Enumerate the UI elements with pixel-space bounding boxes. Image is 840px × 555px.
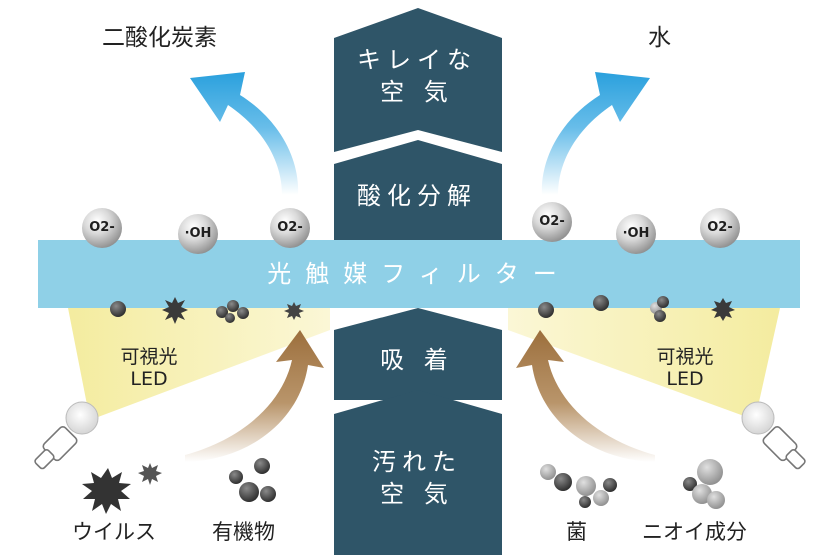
column-lower-middle-block: [334, 308, 502, 400]
odor-molecule-cluster-icon: [683, 459, 725, 509]
pollutant-label-bacteria: 菌: [566, 520, 587, 544]
led-label-left-line1: 可視光: [120, 346, 178, 368]
led-light-cone-left: [68, 308, 330, 420]
led-label-left-line2: LED: [130, 368, 168, 390]
adsorption-label: 吸 着: [380, 346, 454, 374]
photocatalyst-filter-bar: [38, 240, 800, 308]
clean-air-label: キレイな 空 気: [332, 44, 502, 108]
blue-arrow-left: [190, 72, 299, 195]
virus-cluster-icon: [82, 463, 162, 514]
superoxide-molecule-icon: O2-: [700, 208, 740, 248]
led-lamp-icon-right: [741, 401, 806, 470]
led-label-right-line1: 可視光: [656, 346, 714, 368]
pollutant-label-odor: ニオイ成分: [642, 520, 747, 544]
pollutant-label-virus: ウイルス: [72, 520, 156, 544]
led-label-right: 可視光 LED: [640, 346, 730, 390]
blue-arrow-right: [541, 72, 650, 195]
brown-arrow-left: [185, 330, 324, 462]
dirty-air-label-line1: 汚れた: [372, 448, 462, 476]
column-bottom-block: [334, 390, 502, 555]
led-lamp-icon-left: [34, 401, 99, 470]
column-upper-middle-block: [334, 140, 502, 240]
led-label-right-line2: LED: [666, 368, 704, 390]
led-light-cone-right: [508, 308, 780, 420]
dirty-air-label-line2: 空 気: [380, 480, 454, 508]
oxidative-decomposition-label: 酸化分解: [357, 182, 477, 210]
virus-particle-icon: [162, 297, 188, 324]
output-label-water: 水: [648, 25, 671, 51]
hydroxyl-radical-icon: ·OH: [616, 214, 656, 254]
superoxide-molecule-icon: O2-: [532, 202, 572, 242]
dirty-air-label: 汚れた 空 気: [332, 446, 502, 510]
output-label-carbon-dioxide: 二酸化炭素: [102, 25, 217, 51]
led-label-left: 可視光 LED: [104, 346, 194, 390]
bacteria-cluster-icon: [540, 464, 617, 508]
hydroxyl-radical-icon: ·OH: [178, 214, 218, 254]
clean-air-label-line2: 空 気: [380, 78, 454, 106]
filter-label: 光触媒フィルター: [267, 260, 571, 288]
adsorbed-particles: [110, 295, 735, 324]
clean-air-label-line1: キレイな: [357, 46, 477, 74]
column-top-block: [334, 8, 502, 152]
organic-matter-cluster-icon: [229, 458, 276, 502]
pollutant-label-organic-matter: 有機物: [212, 520, 275, 544]
superoxide-molecule-icon: O2-: [270, 208, 310, 248]
brown-arrow-right: [516, 330, 655, 462]
superoxide-molecule-icon: O2-: [82, 208, 122, 248]
